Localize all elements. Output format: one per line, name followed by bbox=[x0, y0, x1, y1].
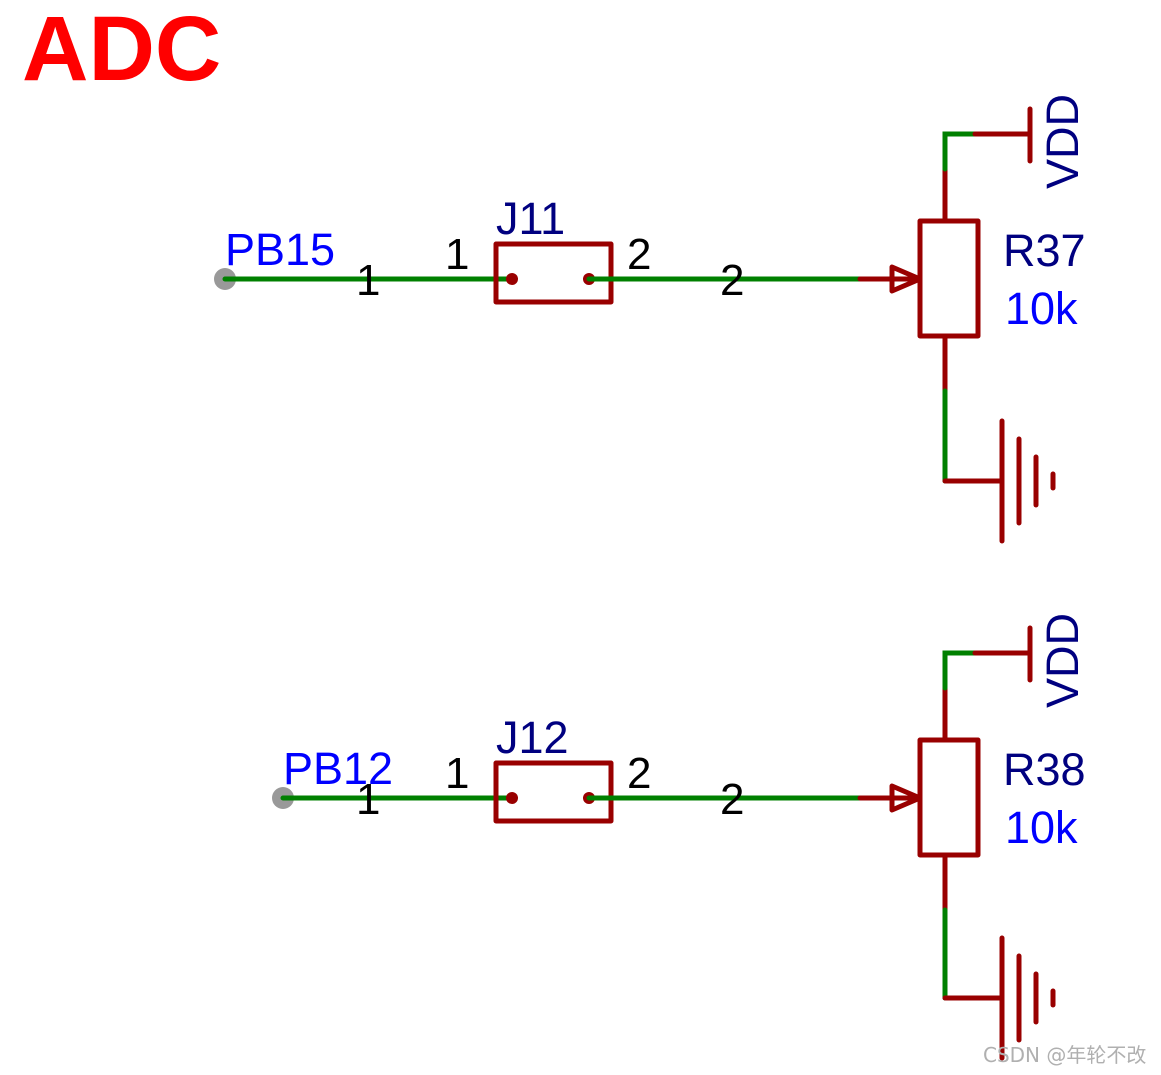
jumper-pin-1-icon bbox=[506, 273, 518, 285]
potentiometer-ref-label: R38 bbox=[1003, 744, 1086, 795]
jumper-pin-2-label: 2 bbox=[627, 749, 651, 798]
potentiometer-value-label: 10k bbox=[1005, 802, 1078, 853]
wiper-arrow-icon bbox=[889, 783, 923, 813]
wire bbox=[942, 131, 978, 172]
wire-pin-label: 1 bbox=[356, 775, 380, 824]
jumper-ref-label: J12 bbox=[496, 712, 569, 763]
jumper-pin-1-icon bbox=[506, 792, 518, 804]
schematic-title: ADC bbox=[22, 0, 221, 100]
ground-symbol-icon bbox=[999, 418, 1056, 544]
wire bbox=[942, 650, 978, 691]
net-label: PB12 bbox=[283, 743, 393, 794]
net-label: PB15 bbox=[225, 224, 335, 275]
jumper-body bbox=[493, 241, 614, 305]
wire-pin-label: 1 bbox=[356, 256, 380, 305]
power-net-label: VDD bbox=[1037, 94, 1088, 189]
jumper-pin-1-label: 1 bbox=[445, 230, 469, 279]
watermark: CSDN @年轮不改 bbox=[983, 1043, 1146, 1067]
power-net-label: VDD bbox=[1037, 613, 1088, 708]
jumper-ref-label: J11 bbox=[496, 193, 565, 244]
potentiometer-body bbox=[917, 737, 981, 858]
wiper-arrow-icon bbox=[889, 264, 923, 294]
jumper-body bbox=[493, 760, 614, 824]
potentiometer-ref-label: R37 bbox=[1003, 225, 1086, 276]
wire-pin-label: 2 bbox=[720, 775, 744, 824]
jumper-pin-1-label: 1 bbox=[445, 749, 469, 798]
potentiometer-body bbox=[917, 218, 981, 339]
jumper-pin-2-label: 2 bbox=[627, 230, 651, 279]
ground-symbol-icon bbox=[999, 935, 1056, 1061]
adc-channel-circuit: PB15 1 J11 1 2 2 R37 10k VDD bbox=[214, 94, 1088, 544]
potentiometer-value-label: 10k bbox=[1005, 283, 1078, 334]
wire-pin-label: 2 bbox=[720, 256, 744, 305]
